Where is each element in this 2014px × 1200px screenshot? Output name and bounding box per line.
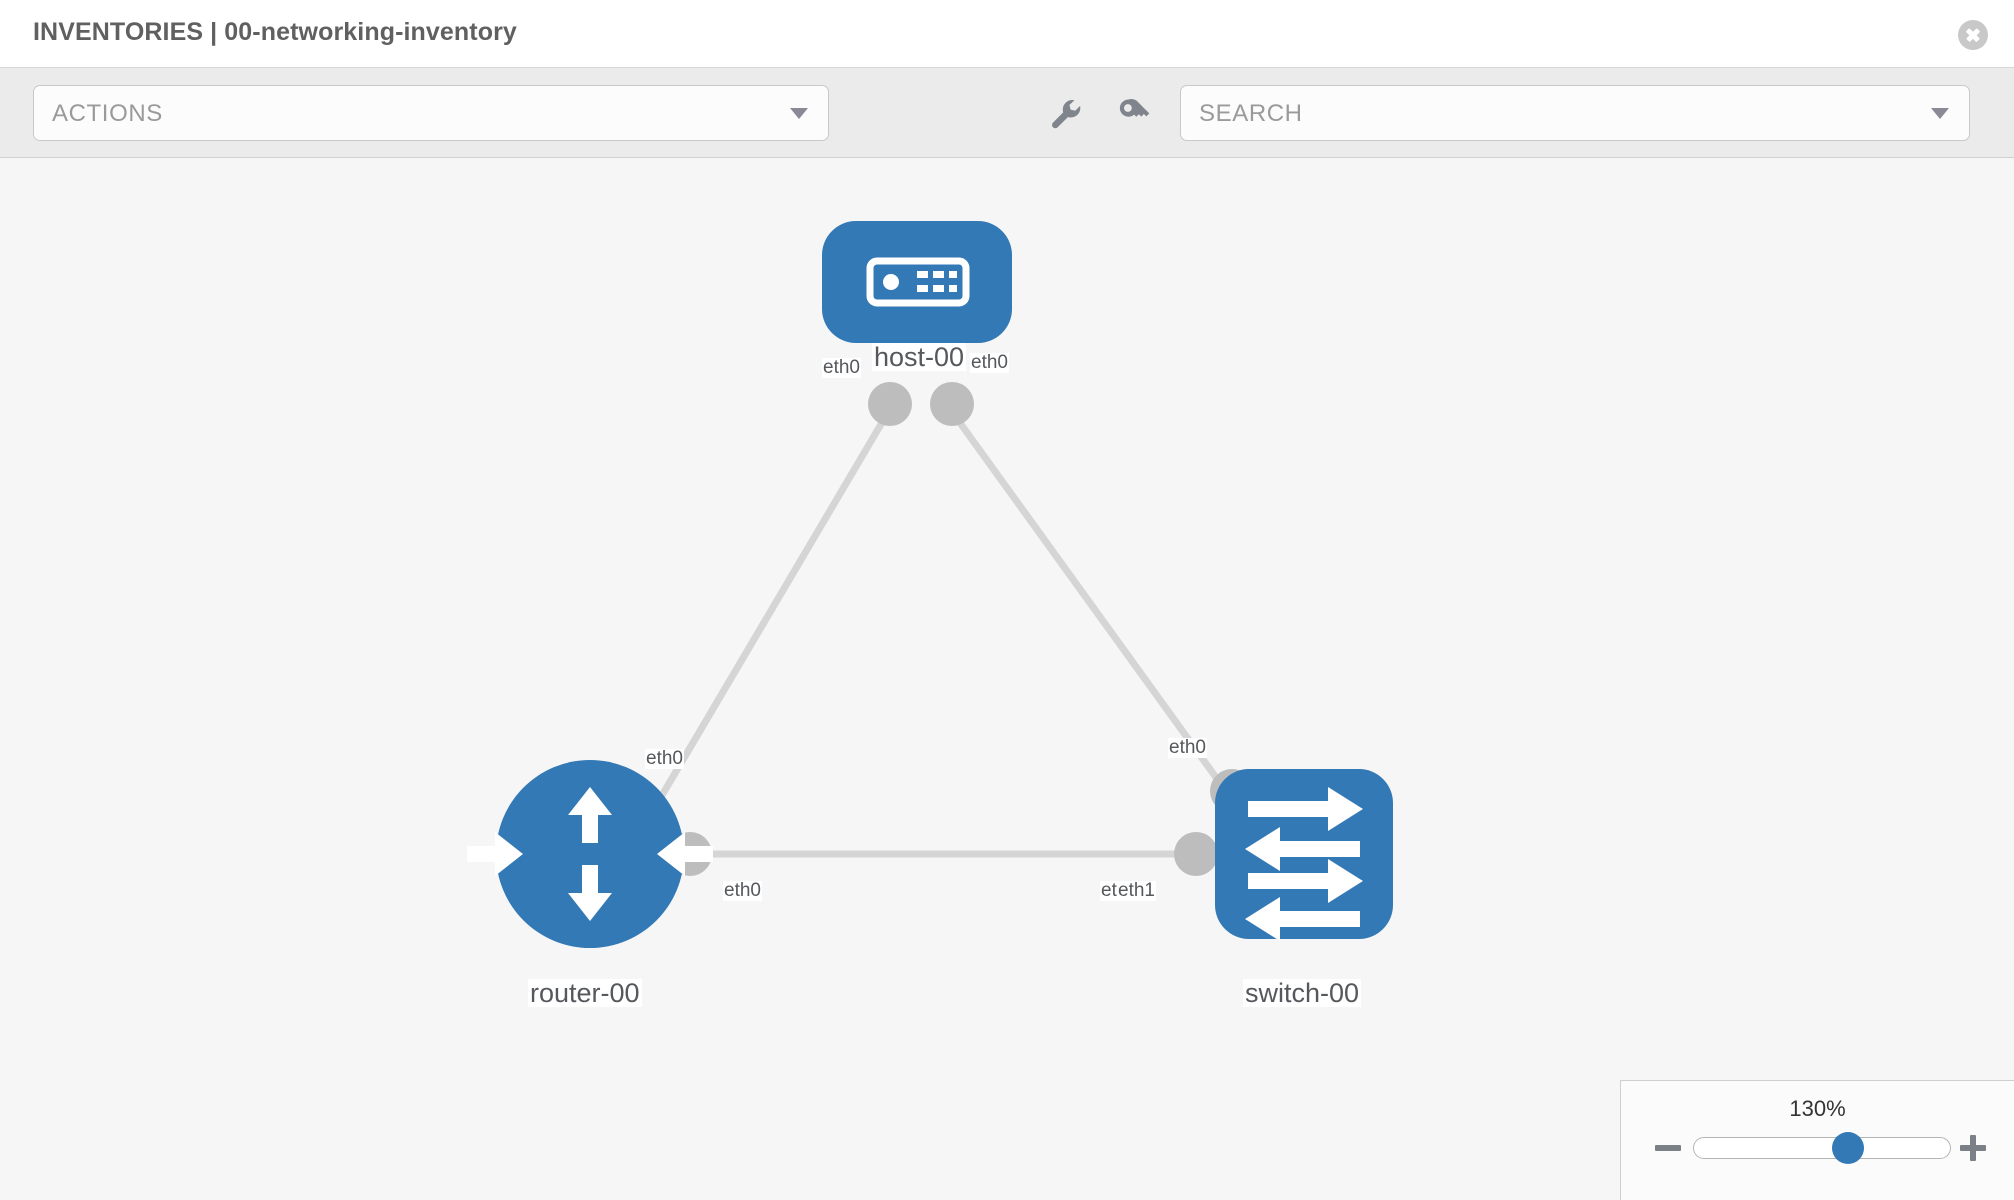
- topology-graph: [467, 221, 1393, 948]
- close-icon[interactable]: [1958, 20, 1988, 50]
- iface-label-router-right: eth0: [723, 880, 762, 901]
- node-host-00: [822, 221, 1012, 343]
- topology-connectors: [668, 382, 1254, 876]
- key-icon[interactable]: [1114, 94, 1154, 134]
- zoom-level-value: 130%: [1789, 1096, 1846, 1121]
- node-router-00: [467, 760, 713, 948]
- node-label-switch-00: switch-00: [1243, 978, 1362, 1008]
- connector-switch00-left: [1174, 832, 1218, 876]
- search-placeholder: SEARCH: [1199, 100, 1303, 127]
- node-label-host-00: host-00: [872, 342, 967, 372]
- iface-label-switch-up: eth0: [1168, 737, 1207, 758]
- toolbar: ACTIONS SEARCH: [0, 68, 2014, 158]
- zoom-slider-thumb[interactable]: [1831, 1132, 1864, 1164]
- actions-dropdown[interactable]: ACTIONS: [33, 85, 829, 141]
- topology-canvas[interactable]: host-00 router-00 switch-00 eth0 eth0 et…: [0, 159, 2014, 1200]
- iface-label-switch-left-over: eth1: [1117, 880, 1156, 901]
- node-label-router-00: router-00: [528, 978, 642, 1008]
- wrench-icon[interactable]: [1046, 94, 1086, 134]
- zoom-in-button[interactable]: [1958, 1133, 1988, 1163]
- title-bar: INVENTORIES | 00-networking-inventory: [0, 0, 2014, 68]
- actions-dropdown-label: ACTIONS: [52, 100, 163, 127]
- iface-label-host-left: eth0: [822, 357, 861, 378]
- chevron-down-icon: [790, 108, 808, 119]
- chevron-down-icon: [1931, 108, 1949, 119]
- node-switch-00: [1215, 769, 1393, 941]
- link-host00-router00: [644, 407, 894, 821]
- iface-label-host-right: eth0: [970, 352, 1009, 373]
- search-input[interactable]: SEARCH: [1180, 85, 1970, 141]
- zoom-control-panel: 130%: [1620, 1080, 2014, 1200]
- page-title: INVENTORIES | 00-networking-inventory: [33, 18, 517, 46]
- connector-host00-right: [930, 382, 974, 426]
- iface-label-router-up: eth0: [645, 748, 684, 769]
- connector-host00-left: [868, 382, 912, 426]
- zoom-out-button[interactable]: [1653, 1133, 1683, 1163]
- zoom-slider-track[interactable]: [1693, 1132, 1951, 1164]
- topology-links: [644, 406, 1249, 858]
